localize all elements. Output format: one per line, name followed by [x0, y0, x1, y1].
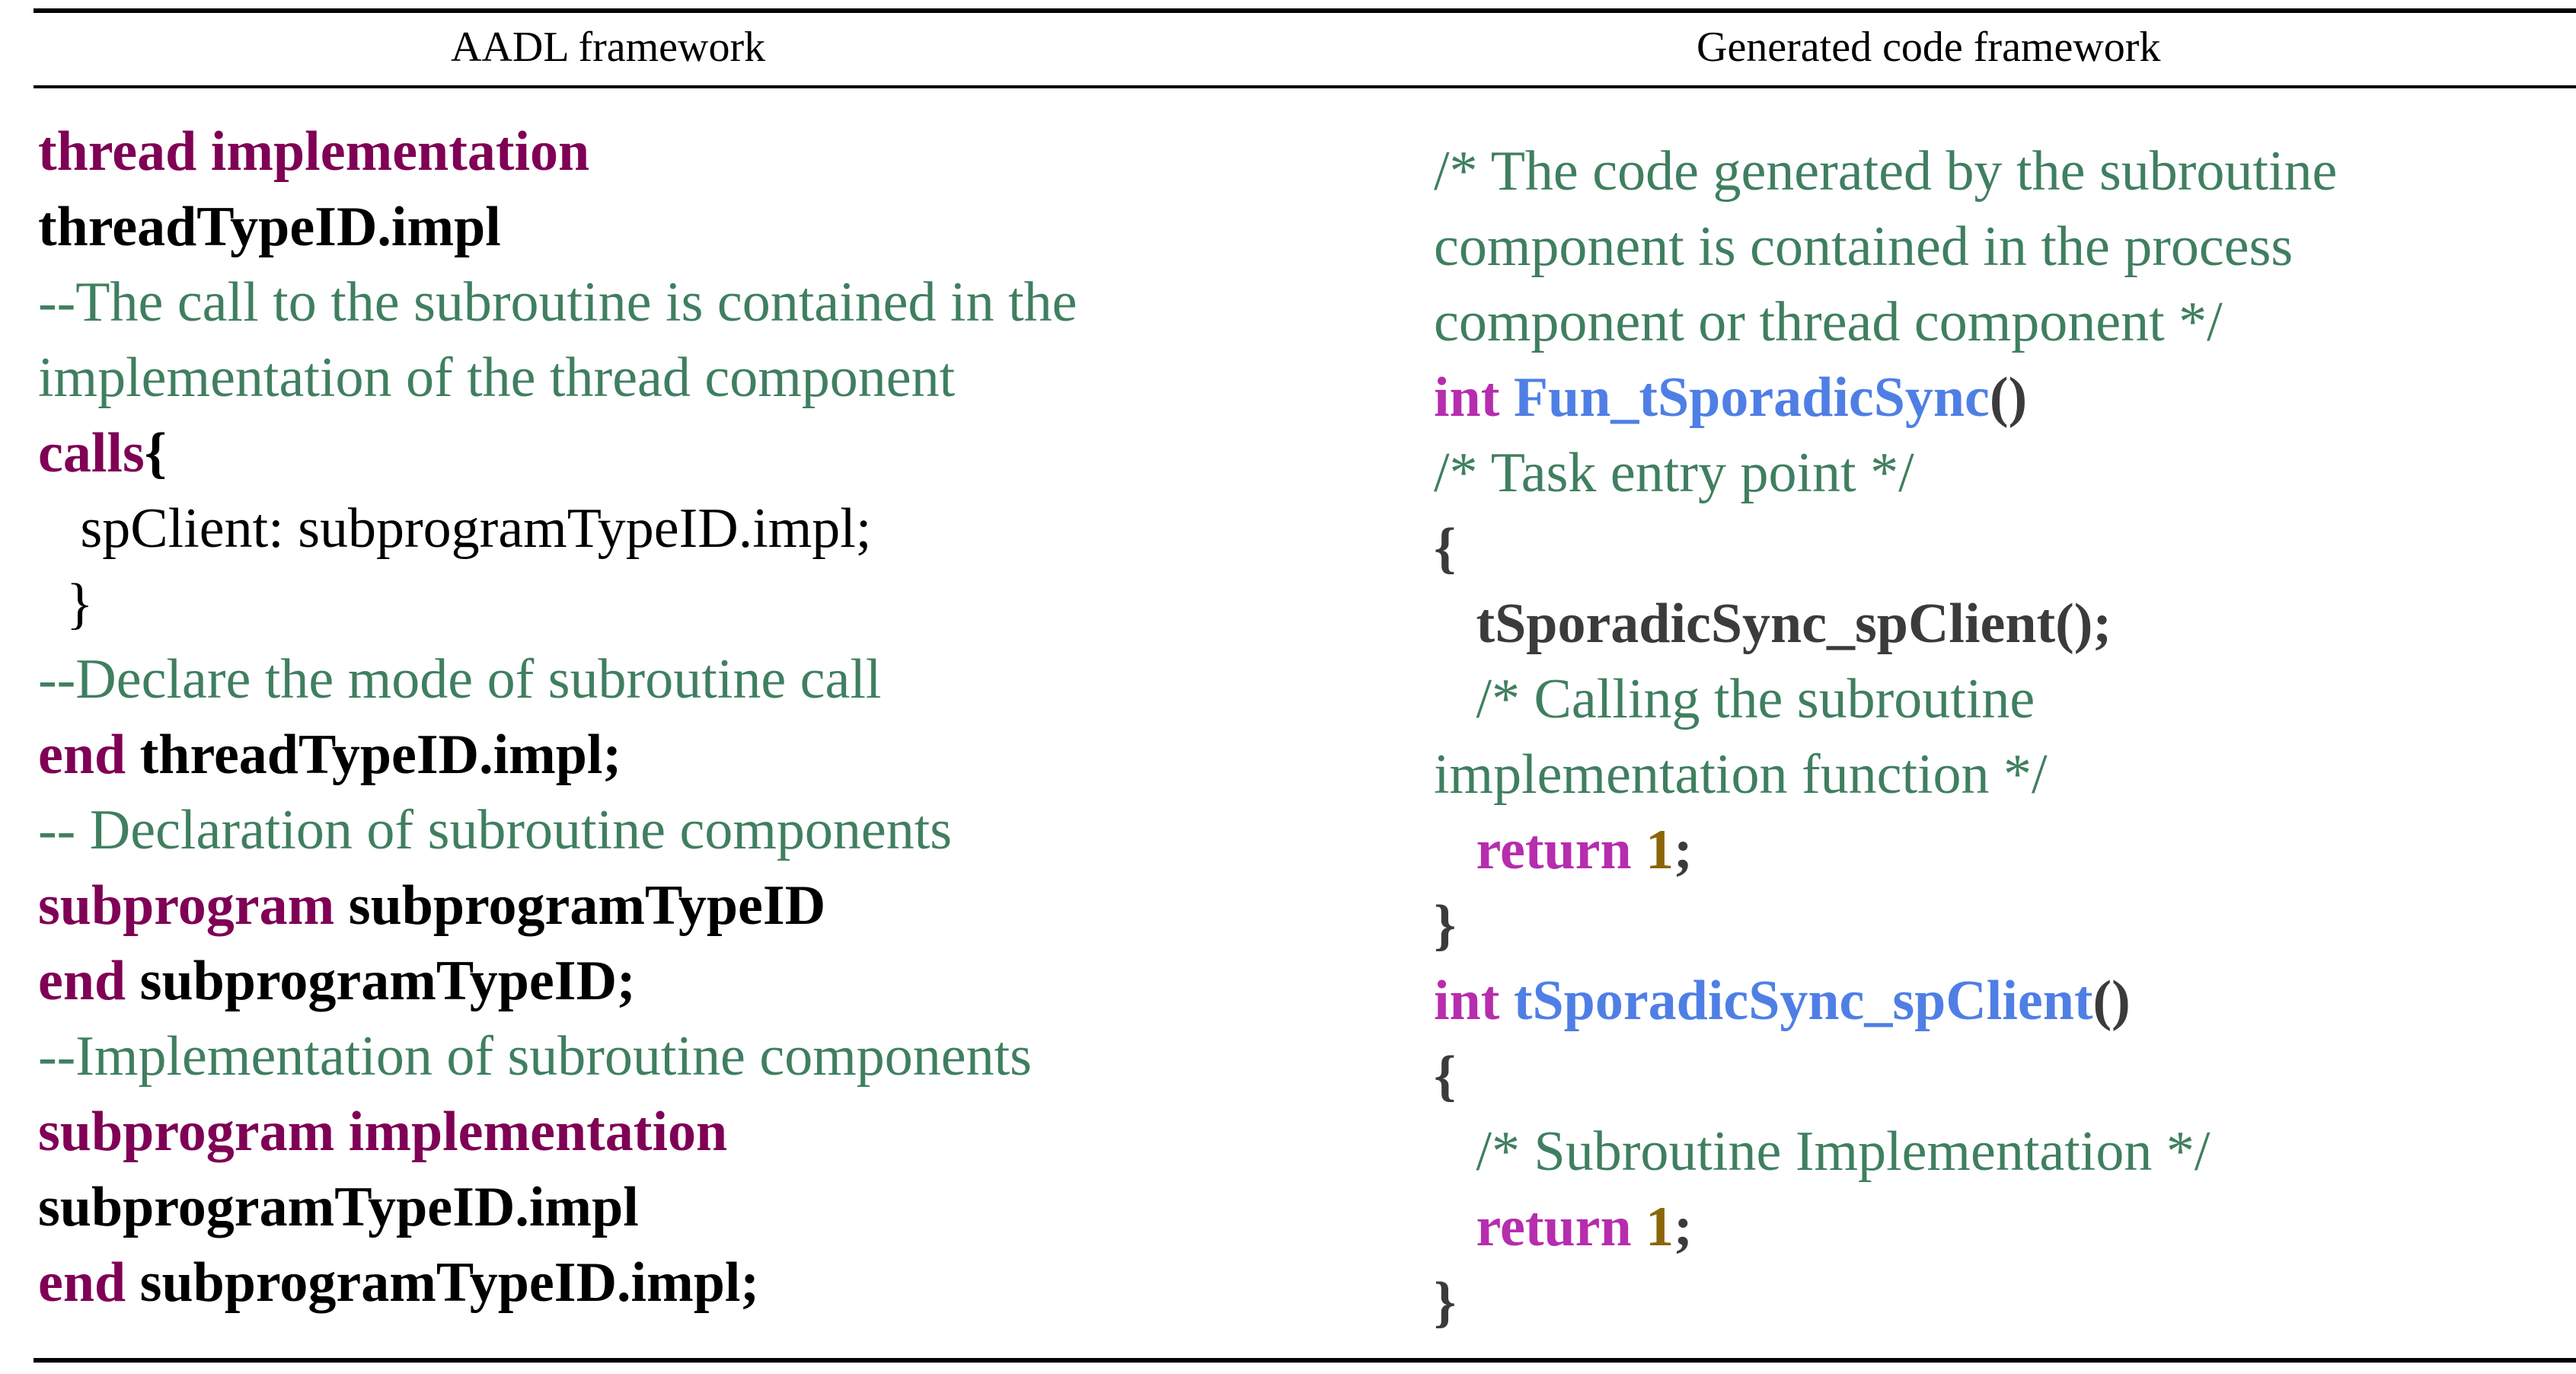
code-line: /* Subroutine Implementation */	[1434, 1114, 2337, 1190]
aadl-line: subprogram implementation	[38, 1094, 1077, 1170]
aadl-line: end subprogramTypeID;	[38, 944, 1077, 1019]
code-token: Fun_tSporadicSync	[1513, 366, 1990, 429]
code-line: /* Calling the subroutine	[1434, 662, 2337, 737]
code-token: 1	[1646, 1196, 1674, 1258]
aadl-token: threadTypeID.impl;	[139, 724, 622, 786]
aadl-line: thread implementation	[38, 114, 1077, 190]
code-token	[1434, 1196, 1476, 1258]
code-line: /* Task entry point */	[1434, 436, 2337, 511]
aadl-code-listing: thread implementation threadTypeID.impl --…	[38, 114, 1077, 1321]
code-line: tSporadicSync_spClient();	[1434, 586, 2337, 662]
code-token: int	[1434, 366, 1514, 429]
table-header-rule	[34, 85, 2576, 88]
aadl-token: subprogramTypeID.impl	[38, 1176, 639, 1238]
aadl-token: thread implementation	[38, 120, 590, 183]
aadl-token: subprogram implementation	[38, 1101, 728, 1163]
code-token: ()	[2092, 970, 2131, 1032]
code-token: return	[1476, 1196, 1646, 1258]
code-token: int	[1434, 970, 1514, 1032]
code-token: 1	[1646, 819, 1674, 881]
aadl-token: --Implementation of subroutine component…	[38, 1025, 1032, 1088]
aadl-token: --The call to the subroutine is containe…	[38, 271, 1077, 334]
code-token: /* Subroutine Implementation */	[1434, 1120, 2211, 1183]
aadl-token: subprogramTypeID;	[139, 950, 636, 1012]
code-token: }	[1434, 1271, 1457, 1334]
aadl-token: spClient: subprogramTypeID.impl;	[38, 497, 872, 560]
aadl-line: --Implementation of subroutine component…	[38, 1019, 1077, 1094]
aadl-line: calls{	[38, 416, 1077, 491]
code-line: }	[1434, 1265, 2337, 1340]
generated-code-listing: /* The code generated by the subroutine c…	[1434, 134, 2337, 1340]
aadl-line: --Declare the mode of subroutine call	[38, 642, 1077, 717]
code-line: int tSporadicSync_spClient()	[1434, 963, 2337, 1039]
aadl-token: subprogramTypeID	[348, 874, 826, 937]
aadl-line: end subprogramTypeID.impl;	[38, 1245, 1077, 1321]
aadl-token: end	[38, 950, 140, 1012]
aadl-line: implementation of the thread component	[38, 340, 1077, 416]
code-token: }	[1434, 894, 1457, 957]
aadl-line: }	[38, 567, 1077, 642]
table-top-rule	[34, 8, 2576, 13]
code-token	[1434, 819, 1476, 881]
aadl-token: -- Declaration of subroutine components	[38, 799, 953, 861]
code-line: {	[1434, 511, 2337, 586]
aadl-token: calls	[38, 422, 145, 484]
aadl-token: implementation of the thread component	[38, 347, 956, 409]
code-line: implementation function */	[1434, 737, 2337, 813]
code-token: component or thread component */	[1434, 291, 2223, 353]
code-token: component is contained in the process	[1434, 216, 2294, 278]
code-token: /* The code generated by the subroutine	[1434, 140, 2338, 203]
aadl-line: subprogram subprogramTypeID	[38, 868, 1077, 944]
aadl-token: --Declare the mode of subroutine call	[38, 648, 882, 711]
table-bottom-rule	[34, 1358, 2576, 1363]
code-token: implementation function */	[1434, 743, 2048, 806]
aadl-token: subprogram	[38, 874, 349, 937]
code-line: return 1;	[1434, 1190, 2337, 1265]
code-line: return 1;	[1434, 813, 2337, 888]
code-token: /* Task entry point */	[1434, 442, 1914, 504]
code-token: /* Calling the subroutine	[1434, 668, 2035, 730]
aadl-line: subprogramTypeID.impl	[38, 1170, 1077, 1245]
code-line: component is contained in the process	[1434, 209, 2337, 285]
code-token: tSporadicSync_spClient	[1513, 970, 2093, 1032]
aadl-token: end	[38, 724, 140, 786]
code-token: tSporadicSync_spClient();	[1476, 593, 2112, 655]
aadl-token: threadTypeID.impl	[38, 196, 501, 258]
aadl-token: subprogramTypeID.impl;	[139, 1251, 760, 1314]
code-token: {	[1434, 517, 1457, 580]
aadl-line: end threadTypeID.impl;	[38, 717, 1077, 793]
column-header-aadl: AADL framework	[451, 24, 766, 71]
code-line: /* The code generated by the subroutine	[1434, 134, 2337, 209]
code-line: }	[1434, 888, 2337, 963]
aadl-token: {	[144, 422, 167, 484]
code-token: {	[1434, 1045, 1457, 1107]
code-token: ()	[1989, 366, 2028, 429]
code-token: ;	[1674, 1196, 1693, 1258]
code-token: return	[1476, 819, 1646, 881]
code-line: {	[1434, 1039, 2337, 1114]
code-token: ;	[1674, 819, 1693, 881]
code-token	[1434, 593, 1476, 655]
aadl-token: }	[38, 573, 94, 635]
code-line: component or thread component */	[1434, 285, 2337, 360]
aadl-line: --The call to the subroutine is containe…	[38, 265, 1077, 340]
column-header-generated-code: Generated code framework	[1697, 24, 2161, 71]
aadl-line: threadTypeID.impl	[38, 190, 1077, 265]
aadl-line: spClient: subprogramTypeID.impl;	[38, 491, 1077, 567]
aadl-line: -- Declaration of subroutine components	[38, 793, 1077, 868]
code-line: int Fun_tSporadicSync()	[1434, 360, 2337, 436]
aadl-token: end	[38, 1251, 140, 1314]
